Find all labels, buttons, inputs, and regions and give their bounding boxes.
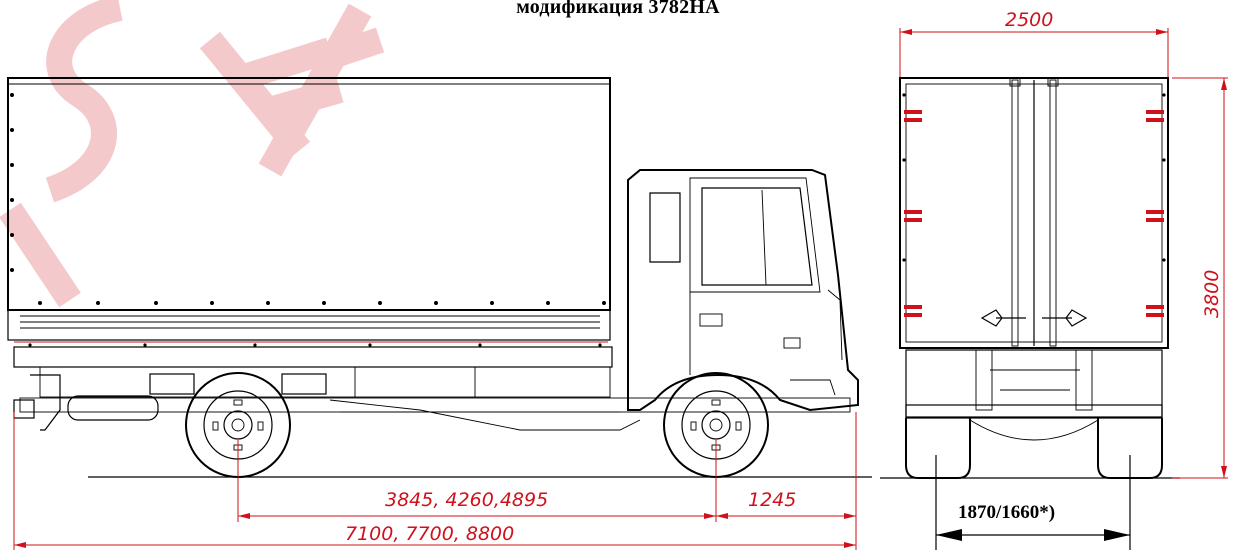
watermark-logo (0, 0, 385, 308)
platform-frame (13, 346, 613, 368)
side-board (7, 309, 611, 341)
cab-door-window (701, 187, 813, 286)
door-hinges (904, 110, 1164, 317)
rear-view (880, 28, 1228, 550)
wheelbase-dimension: 3845, 4260,4895 (385, 489, 548, 511)
rear-overhang-dimension: 1245 (748, 489, 796, 511)
side-view (7, 77, 872, 478)
rear-doors (899, 77, 1169, 349)
side-dimensions (13, 412, 857, 550)
tarp-rivets (10, 93, 606, 305)
track-dimension: 1870/1660*) (958, 502, 1055, 523)
width-dimension: 2500 (1005, 9, 1053, 31)
height-dimension: 3800 (1201, 270, 1223, 318)
overall-length-dimension: 7100, 7700, 8800 (345, 523, 514, 545)
cab (627, 169, 859, 412)
drawing-title: модификация 3782НА (516, 0, 720, 18)
cab-rear-window (649, 192, 681, 263)
